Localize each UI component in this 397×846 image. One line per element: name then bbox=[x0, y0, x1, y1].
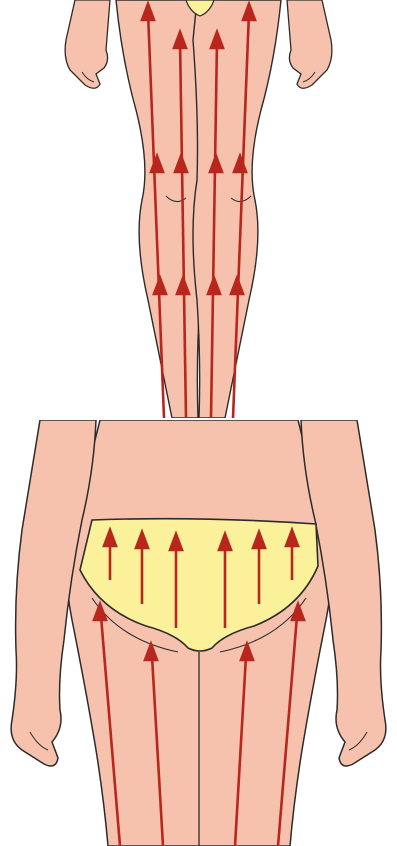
right-leg bbox=[193, 0, 281, 418]
left-arm bbox=[65, 0, 110, 88]
hips-panel bbox=[0, 420, 397, 846]
left-leg bbox=[116, 0, 204, 418]
legs-panel bbox=[0, 0, 397, 418]
right-arm bbox=[287, 0, 332, 88]
